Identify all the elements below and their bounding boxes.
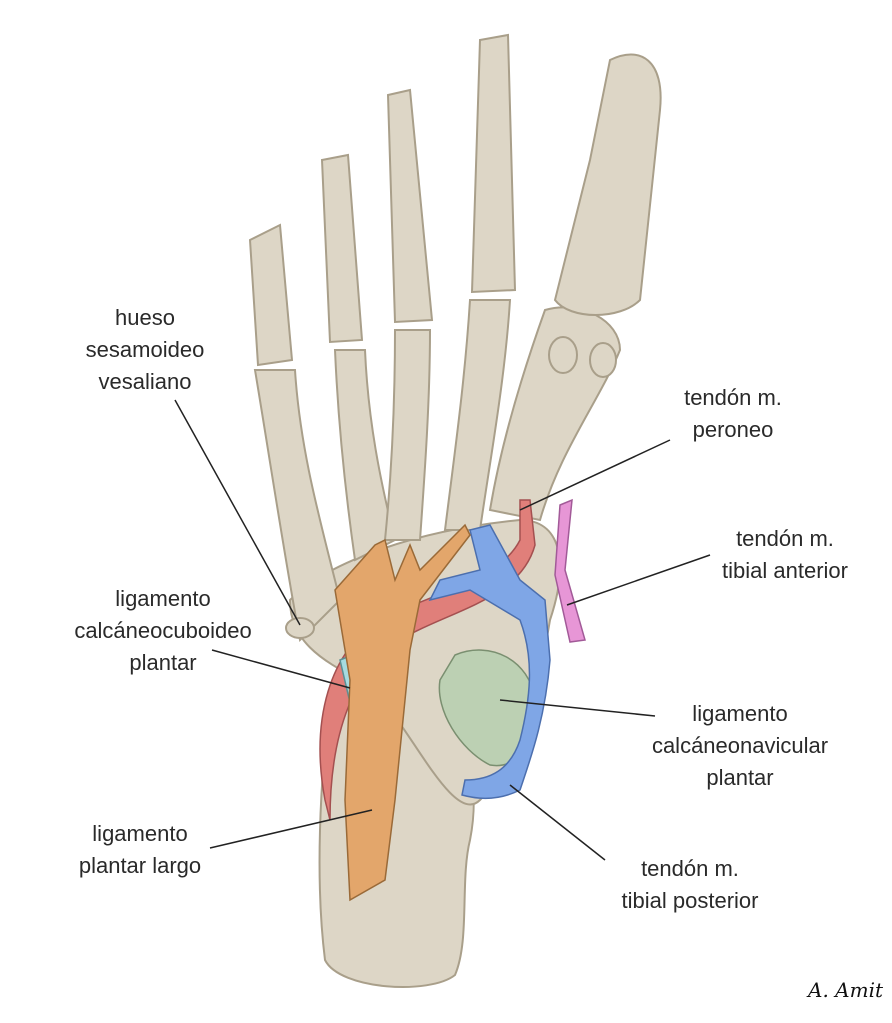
leader-tibialis-anterior	[566, 554, 711, 606]
label-line: calcáneonavicular	[651, 733, 829, 758]
label-peroneus: tendón m. peroneo	[684, 382, 782, 446]
label-line: calcáneocuboideo	[74, 618, 252, 643]
label-line: vesaliano	[98, 369, 192, 394]
tibialis-anterior-tendon	[554, 498, 586, 643]
long-plantar-ligament	[334, 523, 471, 902]
label-line: ligamento	[692, 701, 788, 726]
label-line: sesamoideo	[85, 337, 205, 362]
metatarsal-3	[383, 329, 432, 541]
label-line: ligamento	[115, 586, 211, 611]
leader-sesamoid	[174, 399, 301, 626]
leader-lines	[174, 399, 711, 861]
label-line: tendón m.	[684, 385, 782, 410]
sesamoid-bone-1	[548, 336, 578, 374]
label-line: ligamento	[92, 821, 188, 846]
artist-signature: A. Amit	[808, 978, 883, 1002]
label-sesamoid: hueso sesamoideo vesaliano	[86, 302, 205, 398]
leader-tibialis-posterior	[509, 784, 606, 861]
metatarsal-5	[253, 369, 342, 643]
leader-long-plantar	[209, 809, 373, 849]
label-tibialis-posterior: tendón m. tibial posterior	[622, 853, 759, 917]
toe-3	[386, 88, 434, 324]
label-long-plantar: ligamento plantar largo	[79, 818, 201, 882]
leader-peroneus	[519, 439, 671, 511]
toe-2	[470, 33, 517, 294]
label-line: plantar largo	[78, 853, 202, 878]
toe-4	[320, 153, 364, 344]
label-tibialis-anterior: tendón m. tibial anterior	[722, 523, 848, 587]
label-line: peroneo	[692, 417, 774, 442]
label-calcaneocuboid: ligamento calcáneocuboideo plantar	[74, 583, 251, 679]
label-line: tibial posterior	[621, 888, 759, 913]
leader-calcaneocuboid	[211, 649, 351, 689]
label-line: hueso	[115, 305, 175, 330]
metatarsal-1	[488, 306, 622, 522]
vesalian-sesamoid-bone	[285, 617, 315, 639]
label-calcaneonavicular: ligamento calcáneonavicular plantar	[652, 698, 828, 794]
sesamoid-bone-2	[589, 342, 617, 378]
label-line: plantar	[129, 650, 197, 675]
leader-calcaneonavicular	[499, 699, 656, 717]
label-line: tibial anterior	[722, 558, 848, 583]
toe-5	[248, 223, 294, 367]
toe-1	[553, 53, 662, 316]
label-line: tendón m.	[641, 856, 739, 881]
tibialis-posterior-tendon	[428, 524, 551, 800]
label-line: tendón m.	[736, 526, 834, 551]
label-line: plantar	[706, 765, 774, 790]
